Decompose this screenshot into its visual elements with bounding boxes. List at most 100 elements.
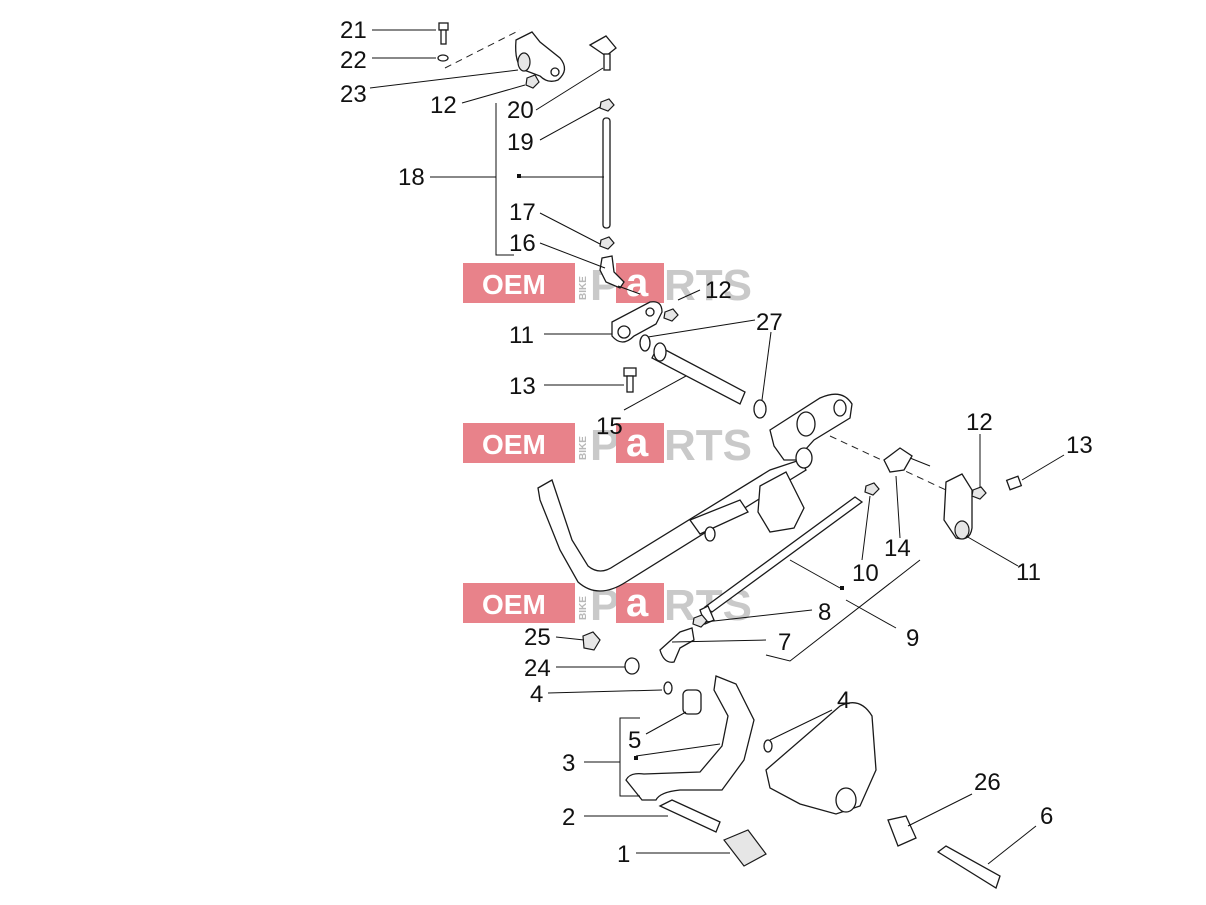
callout-21: 21 [340,17,367,44]
watermark-oem-text: OEM [482,589,546,620]
watermark-oem-box [463,423,575,463]
callout-9: 9 [906,625,919,652]
group-marker-18 [517,174,521,178]
leader-27-a [647,319,756,338]
callout-11: 11 [1016,559,1041,586]
leader-17 [539,212,601,245]
ball-joint-7 [659,627,695,663]
nut-12-upper [663,308,679,322]
leader-14 [895,475,901,539]
lever-11-right-hub [954,520,970,540]
group-marker-9 [840,586,844,590]
watermark-oem-text: OEM [482,269,546,300]
leader-26 [907,793,973,827]
bolt-13-right [1005,475,1023,491]
callout-10: 10 [852,560,879,587]
watermark-a-box [616,423,664,463]
callout-25: 25 [524,624,551,651]
callout-22: 22 [340,47,367,74]
bushing-5 [682,689,702,715]
leader-lines [369,29,1065,865]
frame-plate [757,471,805,533]
callout-16: 16 [509,230,536,257]
rod-assembly-18 [599,98,641,295]
lever-23-spring [517,52,531,72]
callout-6: 6 [1040,803,1053,830]
washer-22 [437,54,449,62]
group-marker-3 [634,756,638,760]
leader-8 [704,609,813,623]
watermark-parts-p: P [590,421,619,470]
lever-11-upper-hub [617,325,631,339]
watermark-oem-box [463,263,575,303]
nut-12-top [525,74,540,89]
frame-pivot-hub [796,411,816,437]
callout-11: 11 [509,322,534,349]
bolt-21-shank [440,29,447,45]
leader-19 [539,106,601,141]
long-rod [703,496,864,613]
watermark-middle: OEM BIKE P a RTS [463,421,752,470]
ball-joint-16-pin [617,285,641,295]
nut-10 [864,482,880,496]
leader-4-a [547,689,663,694]
watermark-bike-text: BIKE [578,596,589,620]
nut-25 [582,631,601,651]
frame-subframe [537,393,947,592]
frame-lower-hole [795,447,813,469]
watermark-parts-rts: RTS [664,261,752,310]
watermark-bike-text: BIKE [578,276,589,300]
leader-16 [539,242,606,269]
ball-joint-20-stem [603,53,611,71]
footrest-bracket-hole [835,787,857,813]
watermark-parts-a: a [626,421,649,465]
frame-mount-tab [688,499,749,535]
washer-24 [624,657,640,675]
nut-8 [692,614,708,628]
watermark-parts-a: a [626,261,649,305]
leader-5 [645,711,687,735]
watermark-oem-text: OEM [482,429,546,460]
leader-12-top [461,84,526,104]
ball-joint-14 [883,447,913,473]
callout-2: 2 [562,804,575,831]
watermark-a-box [616,583,664,623]
leader-12-upper [677,289,701,301]
callout-1: 1 [617,841,630,868]
leader-25 [555,636,585,641]
lever-23-hole [550,67,560,77]
nut-17 [599,236,615,250]
callout-5: 5 [628,727,641,754]
callout-27: 27 [756,309,783,336]
watermark-bike-text: BIKE [578,436,589,460]
right-lever-group [883,447,1023,540]
ball-joint-14-pin [909,457,931,467]
nut-19 [599,98,615,112]
footrest-bracket [765,702,877,815]
watermark-top: OEM BIKE P a RTS [463,261,752,310]
lever-11-upper-hole [645,307,655,317]
callout-4: 4 [837,687,850,714]
washer-27-b [753,399,767,419]
bolt-21-head [438,22,449,31]
upper-lever-group [611,301,767,419]
callout-4: 4 [530,681,543,708]
leader-4-b [769,709,833,741]
bolt-13-head [623,367,637,377]
leader-10 [861,495,871,561]
leader-23 [369,69,519,89]
callout-20: 20 [507,97,534,124]
bolt-13-shank [626,375,634,393]
callout-14: 14 [884,535,911,562]
callout-15: 15 [596,413,623,440]
pedal-pin-2 [658,799,721,833]
circlip-4-b [763,739,773,753]
callout-17: 17 [509,199,536,226]
shift-rod [602,117,611,229]
callout-13: 13 [1066,432,1093,459]
callout-8: 8 [818,599,831,626]
watermark-oem-box [463,583,575,623]
frame-mount-hole [704,526,716,542]
